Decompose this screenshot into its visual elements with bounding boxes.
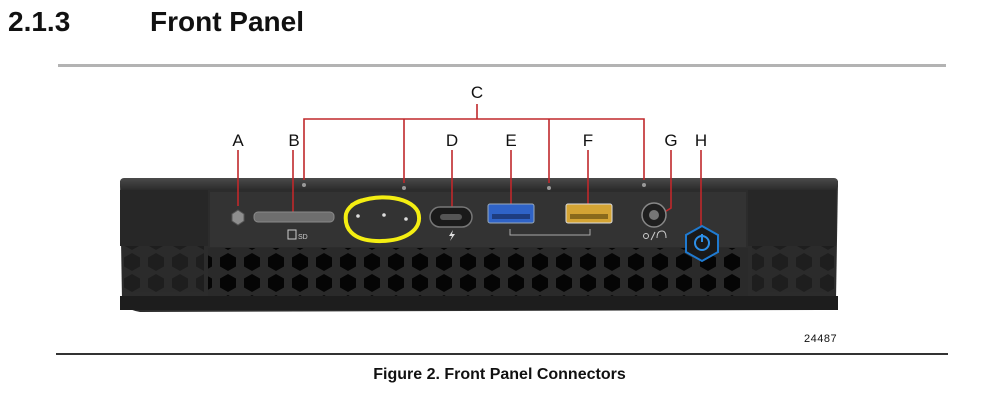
front-vent-grille [208, 248, 748, 296]
section-heading: 2.1.3 Front Panel [8, 0, 304, 44]
usb-a-port-charging [565, 203, 613, 224]
sd-card-icon: SD [287, 229, 308, 241]
mic-hole [302, 183, 306, 187]
sd-card-slot: SD [253, 211, 335, 241]
status-indicator [231, 209, 245, 226]
usb-a-port-blue [487, 203, 535, 224]
callout-label-a: A [232, 131, 244, 150]
power-button [685, 224, 719, 263]
svg-text:SD: SD [298, 234, 308, 241]
figure-caption: Figure 2. Front Panel Connectors [373, 366, 626, 383]
callout-label-h: H [695, 131, 707, 150]
callout-label-d: D [446, 131, 458, 150]
device-body [120, 178, 838, 312]
callout-label-f: F [583, 131, 593, 150]
thunderbolt-usb-c-port [429, 206, 473, 241]
thunderbolt-icon [449, 230, 455, 241]
callout-label-e: E [505, 131, 516, 150]
mic-hole [642, 183, 646, 187]
mic-hole [402, 186, 406, 190]
top-divider [58, 64, 946, 67]
section-number: 2.1.3 [8, 6, 71, 37]
bottom-divider [56, 353, 948, 355]
callout-label-g: G [664, 131, 677, 150]
callout-label-b: B [288, 131, 299, 150]
section-title: Front Panel [150, 6, 305, 37]
highlight-circle [343, 195, 422, 244]
headset-icon [643, 230, 667, 241]
mic-hole [547, 186, 551, 190]
usb-bracket [509, 229, 591, 236]
callout-label-c: C [471, 83, 483, 102]
headset-jack [641, 202, 667, 241]
figure-id-code: 24487 [804, 333, 838, 345]
callout-lines [237, 104, 702, 228]
power-icon [694, 234, 710, 251]
